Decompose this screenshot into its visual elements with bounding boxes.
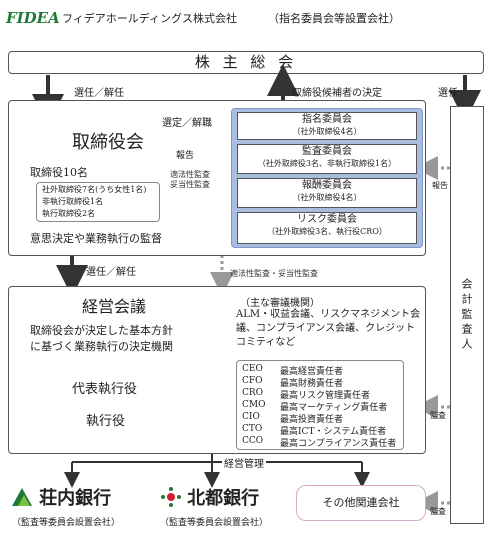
management-control-label: 経営管理: [222, 455, 266, 470]
hokuto-bank-name: 北都銀行: [187, 488, 260, 509]
other-affiliates-label: その他関連会社: [322, 496, 400, 509]
audit-committee-name: 監査委員会: [302, 146, 352, 157]
risk-committee: リスク委員会 （社外取締役3名、執行役CRO）: [237, 212, 417, 244]
auditor-report-label: 報告: [432, 181, 448, 190]
elect-dismiss-label-2: 選任／解任: [86, 267, 136, 278]
board-member-3: 執行取締役2名: [42, 209, 96, 218]
shonai-bank-mark: [12, 488, 32, 506]
audit-committee: 監査委員会 （社外取締役3名、非執行取締役1名）: [237, 144, 417, 174]
board-member-1: 社外取締役7名(うち女性1名): [42, 185, 147, 194]
legality-audit-line-1: 適法性監査: [170, 170, 210, 179]
board-title: 取締役会: [72, 132, 144, 153]
officer-cro-title: 最高リスク管理責任者: [280, 391, 371, 401]
audit-committee-detail: （社外取締役3名、非執行取締役1名）: [257, 159, 397, 168]
compensation-committee-name: 報酬委員会: [302, 180, 352, 191]
officer-cro-code: CRO: [242, 388, 264, 398]
hokuto-bank-note: （監査等委員会設置会社）: [160, 518, 269, 528]
management-desc-2: に基づく業務執行の決定機関: [30, 340, 173, 353]
nominate-candidates-label: 取締役候補者の決定: [292, 88, 382, 99]
executive-officer-label: 執行役: [86, 414, 126, 429]
report-label: 報告: [176, 151, 195, 161]
legality-audit-label-2: 適法性監査・妥当性監査: [230, 269, 318, 278]
management-title: 経営会議: [82, 297, 147, 316]
board-members-box: [36, 182, 160, 222]
legality-audit-line-2: 妥当性監査: [170, 180, 210, 189]
compensation-committee: 報酬委員会 （社外取締役4名）: [237, 178, 417, 208]
fidea-logo: FIDEA: [6, 8, 60, 27]
structure-note: （指名委員会等設置会社）: [268, 12, 400, 25]
officer-ceo-code: CEO: [242, 364, 263, 374]
officer-cfo-title: 最高財務責任者: [280, 379, 344, 389]
shareholders-meeting: 株 主 総 会: [8, 51, 484, 74]
company-name: フィデアホールディングス株式会社: [62, 12, 238, 25]
shonai-bank-logo: 荘内銀行: [10, 484, 111, 510]
representative-executive-label: 代表執行役: [72, 382, 138, 397]
select-dismiss-label: 選定／解職: [162, 118, 212, 129]
risk-committee-detail: （社外取締役3名、執行役CRO）: [267, 227, 387, 236]
shonai-bank-name: 荘内銀行: [39, 488, 112, 509]
officer-cto-title: 最高ICT・システム責任者: [280, 427, 387, 437]
audit-label-2: 監査: [430, 507, 446, 516]
management-desc-1: 取締役会が決定した基本方針: [30, 324, 173, 337]
accounting-auditor-label: 会計監査人: [460, 278, 473, 353]
elect-dismiss-label-1: 選任／解任: [74, 88, 124, 99]
meetings-heading: （主な審議機関）: [240, 298, 320, 309]
elect-auditor-label: 選任: [438, 88, 458, 99]
other-affiliates: その他関連会社: [296, 485, 426, 521]
nomination-committee: 指名委員会 （社外取締役4名）: [237, 112, 417, 140]
board-count: 取締役10名: [30, 166, 88, 179]
officer-cco-title: 最高コンプライアンス責任者: [280, 439, 397, 449]
meetings-list: ALM・収益会議、リスクマネジメント会議、コンプライアンス会議、クレジットコミテ…: [236, 309, 421, 348]
compensation-committee-detail: （社外取締役4名）: [292, 193, 362, 202]
board-role: 意思決定や業務執行の監督: [30, 232, 162, 245]
audit-label-1: 監査: [430, 411, 446, 420]
fidea-logo-mark: FIDEA: [6, 9, 60, 27]
nomination-committee-detail: （社外取締役4名）: [292, 127, 362, 136]
officer-cfo-code: CFO: [242, 376, 263, 386]
legality-audit-label: 適法性監査 妥当性監査: [170, 170, 210, 190]
board-member-2: 非執行取締役1名: [42, 197, 104, 206]
officer-cto-code: CTO: [242, 424, 263, 434]
officer-cco-code: CCO: [242, 436, 264, 446]
hokuto-bank-logo: 北都銀行: [160, 484, 259, 510]
officer-cmo-code: CMO: [242, 400, 266, 410]
officers-box: [236, 360, 404, 450]
nomination-committee-name: 指名委員会: [302, 114, 352, 125]
officer-ceo-title: 最高経営責任者: [280, 367, 344, 377]
shonai-bank-note: （監査等委員会設置会社）: [12, 518, 121, 528]
officer-cio-code: CIO: [242, 412, 260, 422]
hokuto-bank-mark: [161, 487, 181, 507]
officer-cio-title: 最高投資責任者: [280, 415, 344, 425]
risk-committee-name: リスク委員会: [297, 214, 357, 225]
accounting-auditor: [450, 106, 484, 524]
officer-cmo-title: 最高マーケティング責任者: [280, 403, 388, 413]
